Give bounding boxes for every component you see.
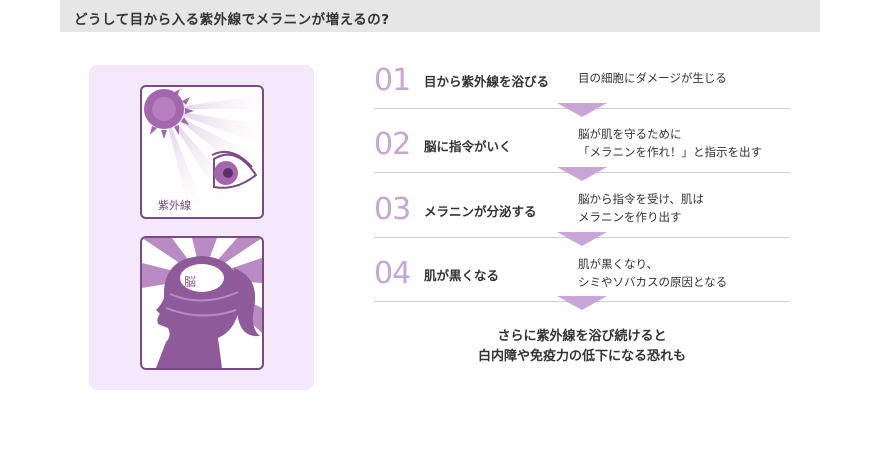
down-arrow-icon — [557, 296, 607, 310]
step-desc-line: 脳が肌を守るために — [578, 127, 682, 141]
step-number: 04 — [374, 256, 411, 291]
step-heading: 肌が黒くなる — [424, 268, 500, 283]
conclusion-text: さらに紫外線を浴び続けると 白内障や免疫力の低下になる恐れも — [374, 327, 790, 367]
step-desc-line: 目の細胞にダメージが生じる — [578, 71, 727, 85]
step-desc-line: 脳から指令を受け、肌は — [578, 192, 704, 206]
step-04: 04 肌が黒くなる 肌が黒くなり、 シミやソバカスの原因となる — [374, 253, 790, 310]
conclusion-line: さらに紫外線を浴び続けると — [497, 329, 667, 344]
step-desc-line: メラニンを作り出す — [578, 210, 682, 224]
illustration-panel: 紫外線 脳 — [89, 65, 314, 390]
step-number: 01 — [374, 63, 411, 98]
step-number: 02 — [374, 127, 411, 162]
uv-eye-card: 紫外線 — [140, 85, 264, 219]
eye-icon — [211, 151, 258, 189]
brain-label: 脳 — [184, 275, 197, 289]
down-arrow-icon — [557, 232, 607, 246]
step-heading: 脳に指令がいく — [424, 139, 512, 154]
down-arrow-icon — [557, 167, 607, 181]
step-number: 03 — [374, 192, 411, 227]
conclusion-line: 白内障や免疫力の低下になる恐れも — [477, 349, 686, 364]
page-title: どうして目から入る紫外線でメラニンが増えるの? — [74, 12, 390, 28]
down-arrow-icon — [557, 103, 607, 117]
uv-label: 紫外線 — [158, 199, 191, 212]
brain-head-card: 脳 — [140, 236, 264, 370]
sun-icon — [144, 89, 194, 139]
step-02: 02 脳に指令がいく 脳が肌を守るために 「メラニンを作れ！」と指示を出す — [374, 124, 790, 181]
step-03: 03 メラニンが分泌する 脳から指令を受け、肌は メラニンを作り出す — [374, 189, 790, 246]
brain-highlight — [180, 264, 224, 292]
step-desc-line: 「メラニンを作れ！」と指示を出す — [578, 145, 762, 159]
step-desc-line: 肌が黒くなり、 — [578, 257, 659, 271]
step-heading: メラニンが分泌する — [424, 204, 537, 219]
step-desc-line: シミやソバカスの原因となる — [578, 275, 728, 289]
step-01: 01 目から紫外線を浴びる 目の細胞にダメージが生じる — [374, 60, 790, 117]
step-heading: 目から紫外線を浴びる — [424, 74, 550, 89]
sun-eye-illustration — [144, 89, 262, 217]
title-bar: どうして目から入る紫外線でメラニンが増えるの? — [60, 0, 820, 32]
head-silhouette-illustration — [142, 238, 262, 368]
